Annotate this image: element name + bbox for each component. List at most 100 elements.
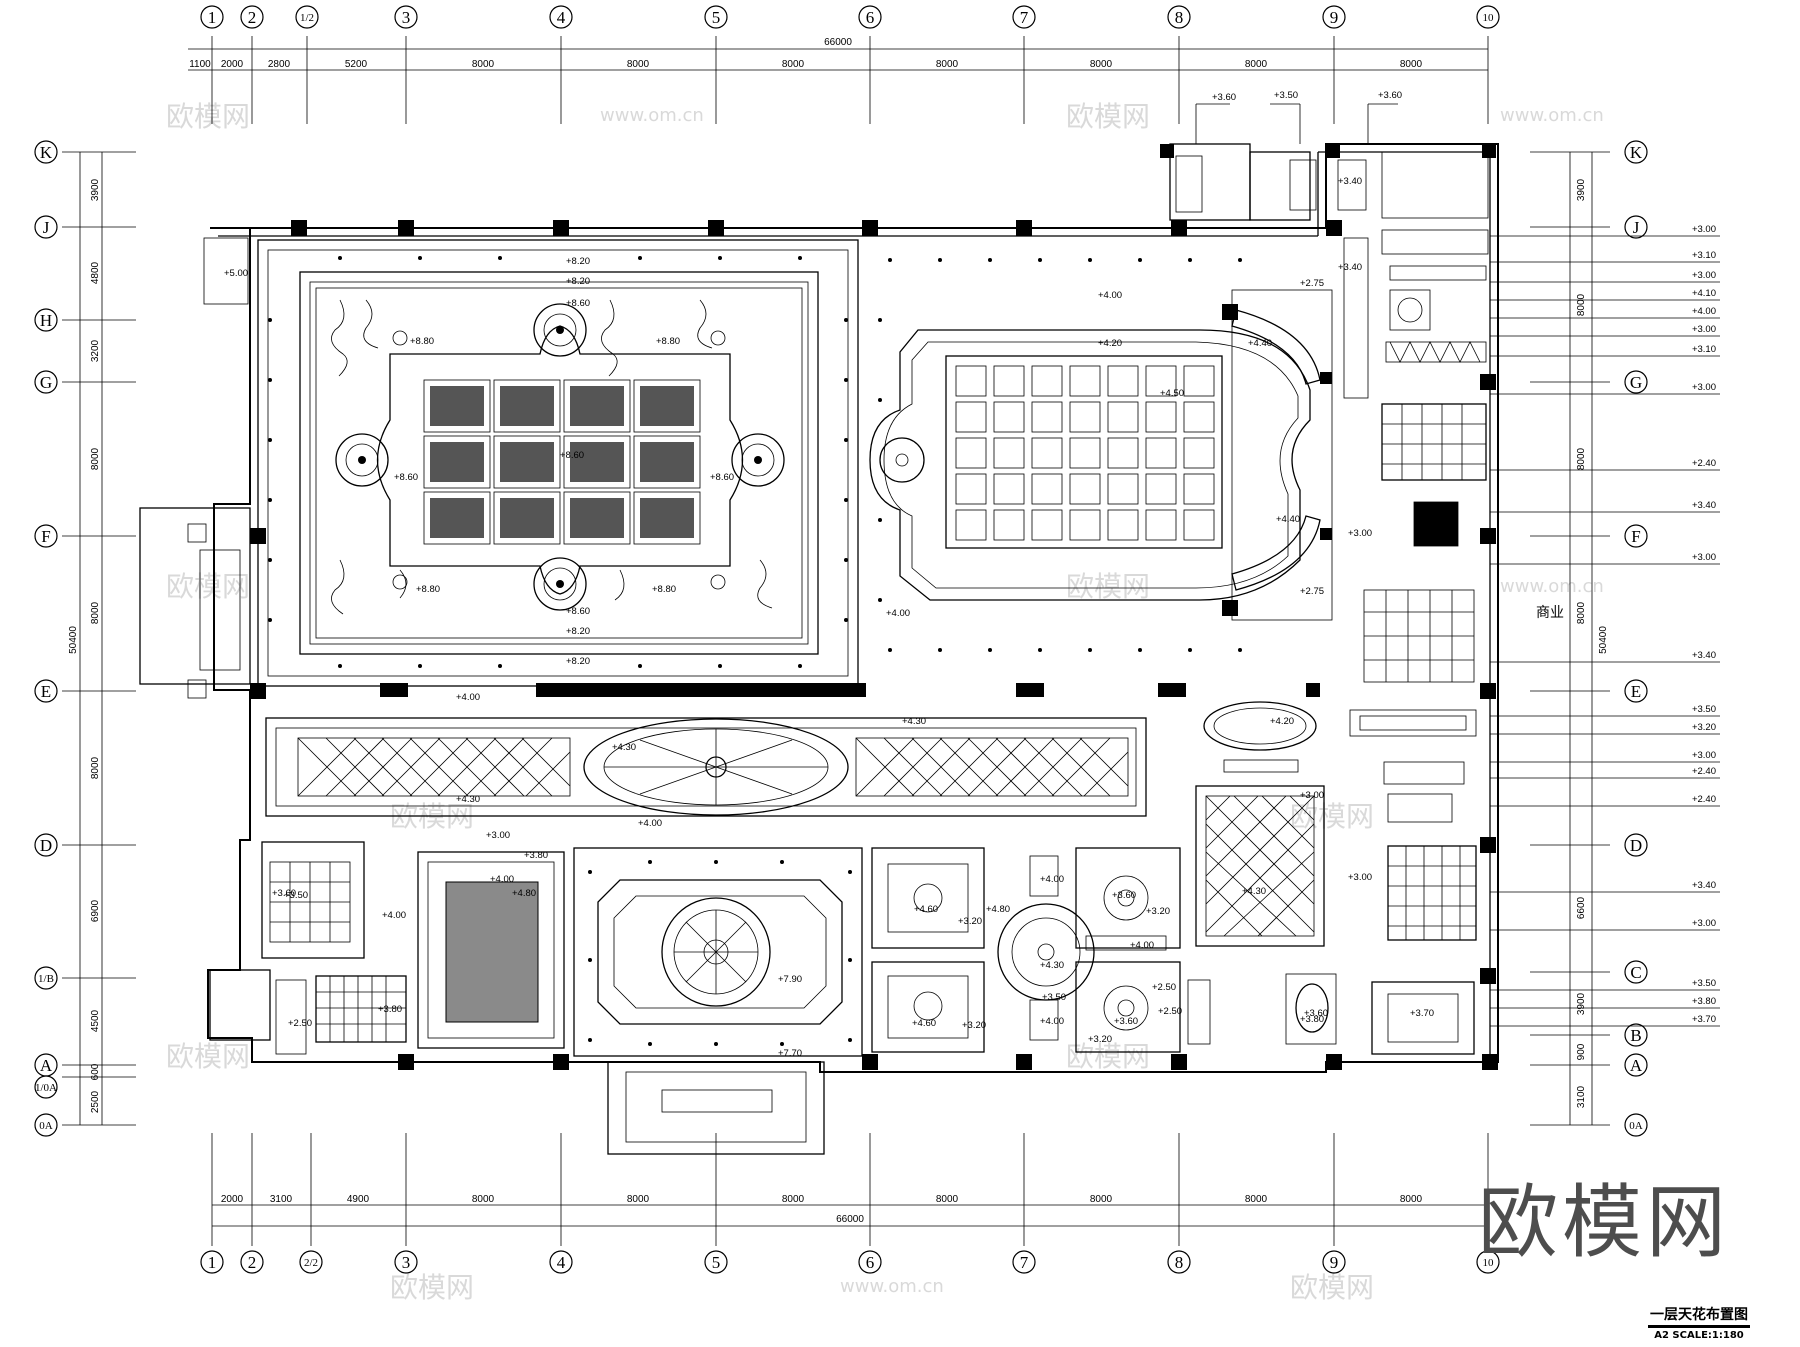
grid-bubble: 1 xyxy=(200,5,224,29)
elevation-mark: +2.75 xyxy=(1300,586,1324,597)
elevation-mark: +2.50 xyxy=(288,1018,312,1029)
svg-text:7: 7 xyxy=(1020,8,1029,27)
grid-bubble: 4 xyxy=(549,5,573,29)
elevation-mark: +8.80 xyxy=(656,336,680,347)
svg-text:0A: 0A xyxy=(1629,1120,1643,1132)
grid-bubble: K xyxy=(1624,140,1648,164)
dim-span: 8000 xyxy=(90,447,101,470)
svg-text:4: 4 xyxy=(557,1253,566,1272)
room-label: 商业 xyxy=(1536,605,1564,621)
left-dimension-chain: 50400 3900 4800 3200 8000 8000 8000 6900… xyxy=(68,152,103,1125)
elevation-mark: +3.20 xyxy=(962,1020,986,1031)
grid-bubble: G xyxy=(1624,370,1648,394)
svg-text:K: K xyxy=(1630,143,1643,162)
elevation-mark: +3.80 xyxy=(1300,1014,1324,1025)
grid-bubble: K xyxy=(34,140,58,164)
svg-text:2/2: 2/2 xyxy=(304,1257,318,1269)
elevation-mark: +8.80 xyxy=(652,584,676,595)
elevation-mark: +4.00 xyxy=(1098,290,1122,301)
lattice-pattern xyxy=(1205,795,1315,937)
elevation-mark: +8.60 xyxy=(566,606,590,617)
svg-text:10: 10 xyxy=(1483,12,1495,24)
svg-text:K: K xyxy=(40,143,53,162)
dim-span: 8000 xyxy=(472,59,495,70)
svg-text:9: 9 xyxy=(1330,1253,1339,1272)
svg-text:3: 3 xyxy=(402,1253,411,1272)
bottom-axis-bubbles: 1 2 2/2 3 4 5 6 7 8 9 10 xyxy=(200,1250,1500,1274)
elevation-mark: +4.10 xyxy=(1692,288,1716,299)
svg-text:1/B: 1/B xyxy=(38,973,54,985)
elevation-mark: +8.60 xyxy=(566,298,590,309)
elevation-mark: +3.00 xyxy=(1692,552,1716,563)
brand-logo: 欧模网 xyxy=(1478,1176,1730,1269)
svg-text:D: D xyxy=(40,836,52,855)
elevation-mark: +4.30 xyxy=(456,794,480,805)
dim-span: 8000 xyxy=(1245,59,1268,70)
elevation-mark: +5.00 xyxy=(224,268,248,279)
svg-text:1/0A: 1/0A xyxy=(35,1082,57,1094)
drawing-title: 一层天花布置图 xyxy=(1648,1304,1750,1328)
elevation-mark: +3.50 xyxy=(1042,992,1066,1003)
grid-bubble: 7 xyxy=(1012,5,1036,29)
grid-bubble: 2 xyxy=(240,1250,264,1274)
dim-span: 8000 xyxy=(782,59,805,70)
grid-bubble: 10 xyxy=(1476,1250,1500,1274)
grid-bubble: H xyxy=(34,308,58,332)
elevation-mark: +2.40 xyxy=(1692,458,1716,469)
elevation-mark: +8.60 xyxy=(394,472,418,483)
elevation-mark: +3.80 xyxy=(1692,996,1716,1007)
elevation-mark: +4.30 xyxy=(1242,886,1266,897)
elevation-mark: +3.60 xyxy=(1114,1016,1138,1027)
elevation-mark: +8.60 xyxy=(710,472,734,483)
dim-span: 600 xyxy=(90,1063,101,1080)
grid-bubble: G xyxy=(34,370,58,394)
top-axis-bubbles: 1 2 1/2 3 4 5 6 7 8 9 10 xyxy=(200,5,1500,29)
grid-bubble: F xyxy=(34,524,58,548)
elevation-mark: +3.00 xyxy=(1692,324,1716,335)
right-service-rooms xyxy=(1343,151,1489,1055)
elevation-mark: +4.30 xyxy=(612,742,636,753)
dim-span: 6900 xyxy=(90,899,101,922)
dim-span: 8000 xyxy=(1576,293,1587,316)
elevation-mark: +8.20 xyxy=(566,656,590,667)
bottom-total-dim: 66000 xyxy=(836,1214,864,1225)
hall-elevation-marks: +8.20 +8.20 +8.60 +8.80 +8.80 +8.60 +8.6… xyxy=(394,256,734,667)
elevation-mark: +3.40 xyxy=(1692,880,1716,891)
elevation-mark: +3.70 xyxy=(1692,1014,1716,1025)
right-total-dim: 50400 xyxy=(1598,626,1609,654)
elevation-mark: +3.20 xyxy=(1088,1034,1112,1045)
watermark-url: www.om.cn xyxy=(1500,576,1604,597)
watermark-url: www.om.cn xyxy=(840,1276,944,1297)
elevation-mark: +3.50 xyxy=(284,890,308,901)
elevation-mark: +4.00 xyxy=(490,874,514,885)
grid-bubble: 9 xyxy=(1322,5,1346,29)
grid-bubble: 1/0A xyxy=(34,1075,58,1099)
elevation-mark: +4.00 xyxy=(456,692,480,703)
grid-bubble: J xyxy=(1624,215,1648,239)
elevation-mark: +4.00 xyxy=(382,910,406,921)
grid-bubble: 5 xyxy=(704,5,728,29)
ceiling-medallion xyxy=(335,433,389,487)
elevation-mark: +4.20 xyxy=(1098,338,1122,349)
ceiling-medallion xyxy=(533,557,587,611)
watermarks: 欧模网 www.om.cn 欧模网 www.om.cn 欧模网 欧模网 www.… xyxy=(166,100,1604,1304)
dim-span: 2000 xyxy=(221,1194,244,1205)
dim-span: 2500 xyxy=(90,1090,101,1113)
elevation-mark: +3.00 xyxy=(1300,790,1324,801)
elevation-mark: +3.80 xyxy=(378,1004,402,1015)
top-elevation-marks: +3.60 +3.50 +3.60 +3.40 xyxy=(1195,90,1402,187)
watermark-text: 欧模网 xyxy=(166,1040,250,1073)
grid-bubble: 8 xyxy=(1167,5,1191,29)
svg-text:7: 7 xyxy=(1020,1253,1029,1272)
elevation-mark: +8.80 xyxy=(410,336,434,347)
dim-span: 2800 xyxy=(268,59,291,70)
dim-span: 8000 xyxy=(1090,1194,1113,1205)
elevation-mark: +3.00 xyxy=(1692,750,1716,761)
elevation-mark: +4.00 xyxy=(1040,874,1064,885)
grid-bubble: A xyxy=(34,1053,58,1077)
watermark-text: 欧模网 xyxy=(1290,800,1374,833)
drawing-title-block: 一层天花布置图 A2 SCALE:1:180 xyxy=(1648,1304,1750,1341)
elevation-mark: +8.60 xyxy=(560,450,584,461)
svg-text:0A: 0A xyxy=(39,1120,53,1132)
lattice-pattern xyxy=(297,737,1129,797)
